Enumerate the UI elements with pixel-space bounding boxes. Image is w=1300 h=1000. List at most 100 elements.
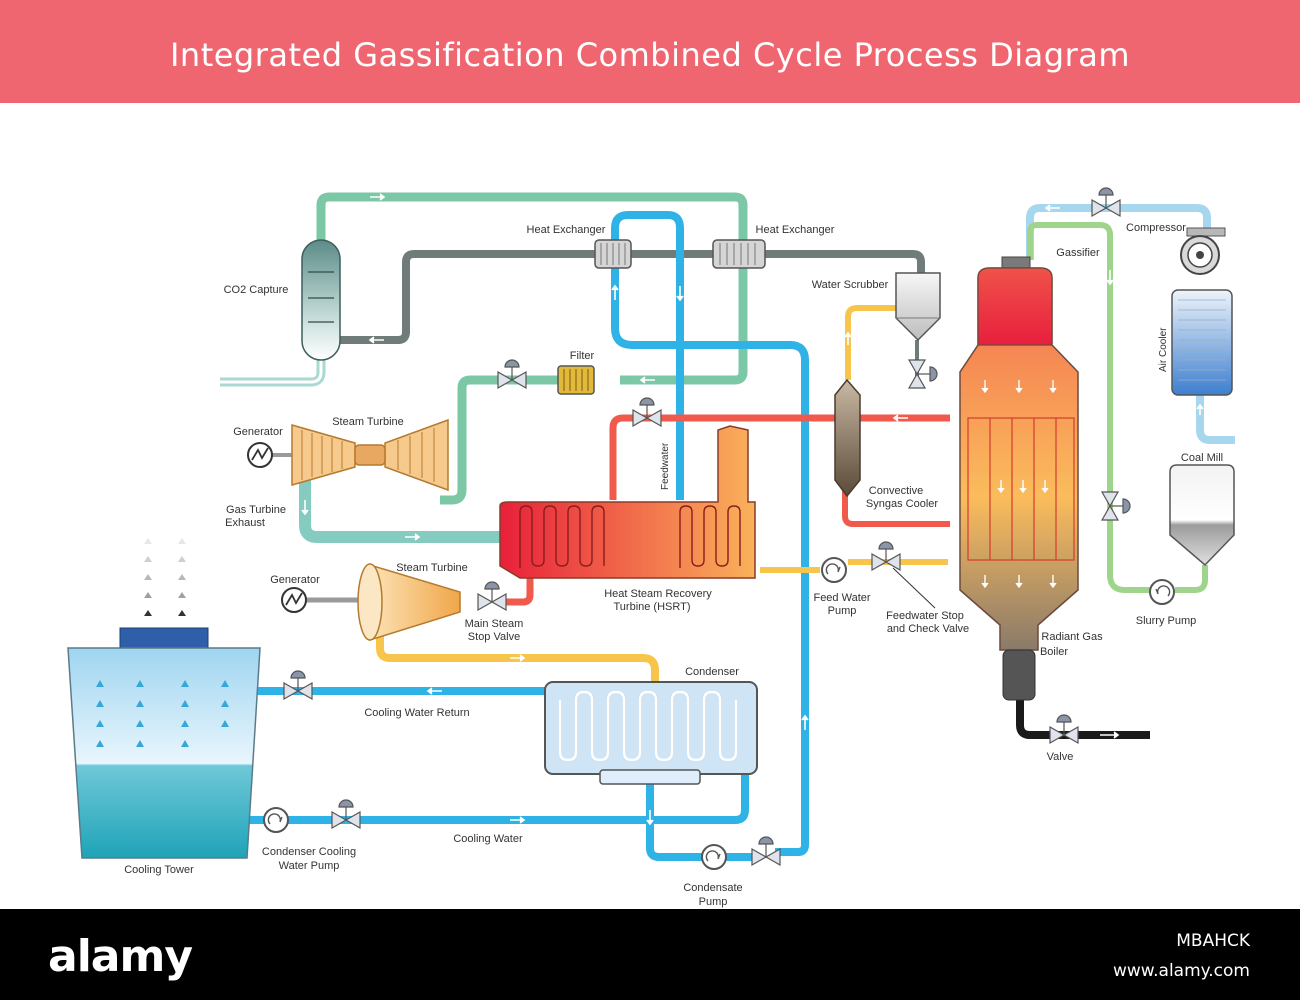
label-coal-mill: Coal Mill: [1181, 452, 1223, 464]
slurry-pump-icon: [1149, 579, 1175, 605]
water-scrubber: [895, 272, 941, 342]
pipe-green-top-loop: [316, 192, 748, 385]
label-air-cooler: Air Cooler: [1158, 327, 1169, 372]
arrow: [1044, 204, 1060, 212]
arrow: [1106, 270, 1114, 286]
arrow: [646, 810, 654, 826]
pipe-red-convective: [842, 485, 950, 527]
label-main-steam-line2: Stop Valve: [468, 631, 520, 643]
arrow: [510, 816, 526, 824]
pipe-co2-outlet-inner: [220, 360, 323, 384]
label-water-scrubber: Water Scrubber: [812, 279, 889, 291]
alamy-logo: alamy: [48, 931, 193, 982]
label-compressor: Compressor: [1126, 222, 1186, 234]
condensate-pump-icon: [701, 844, 727, 870]
condenser-cooling-water-pump-icon: [263, 807, 289, 833]
label-generator-bottom: Generator: [270, 574, 320, 586]
label-feedwater: Feedwater: [660, 442, 671, 490]
valve-icon: [1100, 491, 1131, 521]
label-gas-turbine-line2: Exhaust: [225, 517, 265, 529]
pipe-gray-to-scrubber: [765, 250, 925, 275]
convective-syngas-cooler: [834, 378, 861, 498]
label-heat-exchanger-right: Heat Exchanger: [756, 224, 835, 236]
valve-icon: [632, 397, 662, 428]
label-condenser-cooling-line1: Condenser Cooling: [262, 846, 356, 858]
coal-mill: [1169, 464, 1235, 567]
label-feed-water-pump-line2: Pump: [828, 605, 857, 617]
label-feed-water-pump-line1: Feed Water: [813, 592, 870, 604]
arrow: [405, 533, 421, 541]
label-feedwater-stop-line2: and Check Valve: [887, 623, 969, 635]
valve-icon: [751, 836, 781, 867]
arrow: [611, 284, 619, 300]
valve-icon: [1049, 714, 1079, 745]
arrow: [801, 714, 809, 730]
page-title: Integrated Gassification Combined Cycle …: [169, 36, 1131, 74]
labels: Heat Exchanger Heat Exchanger CO2 Captur…: [124, 222, 1223, 908]
title-banner: Integrated Gassification Combined Cycle …: [0, 0, 1300, 103]
label-slurry-pump: Slurry Pump: [1136, 615, 1197, 627]
label-generator-top: Generator: [233, 426, 283, 438]
cooling-tower: [67, 538, 261, 859]
pipe-gray-loop: [340, 250, 595, 344]
arrow: [370, 193, 386, 201]
label-condensate-line1: Condensate: [683, 882, 742, 894]
co2-capture-vessel: [301, 239, 341, 361]
generator-top-icon: [247, 442, 273, 468]
label-steam-turbine-bottom: Steam Turbine: [396, 562, 468, 574]
gassifier-radiant-boiler: [959, 256, 1079, 701]
valve-icon: [871, 541, 901, 572]
pipe-green-filter-line: [440, 375, 560, 505]
label-condenser: Condenser: [685, 666, 739, 678]
condenser: [544, 681, 758, 785]
flow-arrows: [301, 193, 1204, 826]
pipe-red-main-steam: [500, 572, 534, 606]
pipe-blue-condensate: [646, 782, 705, 861]
label-filter: Filter: [570, 350, 595, 362]
pipe-lime-coalmill: [1175, 565, 1208, 593]
steam-turbine-bottom: [357, 563, 461, 642]
arrow: [892, 414, 908, 422]
label-cooling-water: Cooling Water: [453, 833, 523, 845]
pipe-lightblue-cooler: [1196, 395, 1235, 444]
label-heat-exchanger-left: Heat Exchanger: [527, 224, 606, 236]
pipe-blue-cooling-water: [248, 775, 749, 824]
footer-url: www.alamy.com: [1112, 961, 1250, 981]
label-gassifier: Gassifier: [1056, 247, 1100, 259]
pipe-yellow-scrubber: [845, 305, 900, 380]
label-radiant-line1: Radiant Gas: [1041, 631, 1103, 643]
label-hsrt-line1: Heat Steam Recovery: [604, 588, 712, 600]
heat-exchanger-left: [594, 239, 632, 269]
arrow: [844, 331, 852, 345]
arrow: [426, 687, 442, 695]
label-main-steam-line1: Main Steam: [465, 618, 524, 630]
feed-water-pump-icon: [821, 557, 847, 583]
valve-icon: [331, 799, 361, 830]
label-condenser-cooling-line2: Water Pump: [279, 860, 340, 872]
valve-icon: [1091, 187, 1121, 218]
arrow: [676, 286, 684, 302]
label-gas-turbine-line1: Gas Turbine: [226, 504, 286, 516]
label-valve: Valve: [1047, 751, 1074, 763]
generator-bottom-icon: [281, 587, 307, 613]
arrow: [1196, 403, 1204, 415]
image-id: MBAHCK: [1176, 931, 1250, 951]
arrow: [639, 376, 655, 384]
pipe-red-steam: [609, 414, 950, 500]
filter: [557, 365, 595, 395]
label-cooling-tower: Cooling Tower: [124, 864, 194, 876]
pipe-co2-outlet: [220, 358, 326, 387]
heat-exchanger-right: [712, 239, 766, 269]
label-condensate-line2: Pump: [699, 896, 728, 908]
valve-icon: [907, 359, 938, 389]
label-steam-turbine-top: Steam Turbine: [332, 416, 404, 428]
arrow: [301, 500, 309, 516]
process-diagram: Heat Exchanger Heat Exchanger CO2 Captur…: [67, 187, 1235, 908]
valve-icon: [477, 581, 507, 612]
feedwater-stop-pointer: [892, 567, 936, 609]
label-cooling-water-return: Cooling Water Return: [364, 707, 469, 719]
valve-icon: [497, 359, 527, 390]
pipe-black-drain: [1016, 700, 1150, 739]
arrow: [368, 336, 384, 344]
